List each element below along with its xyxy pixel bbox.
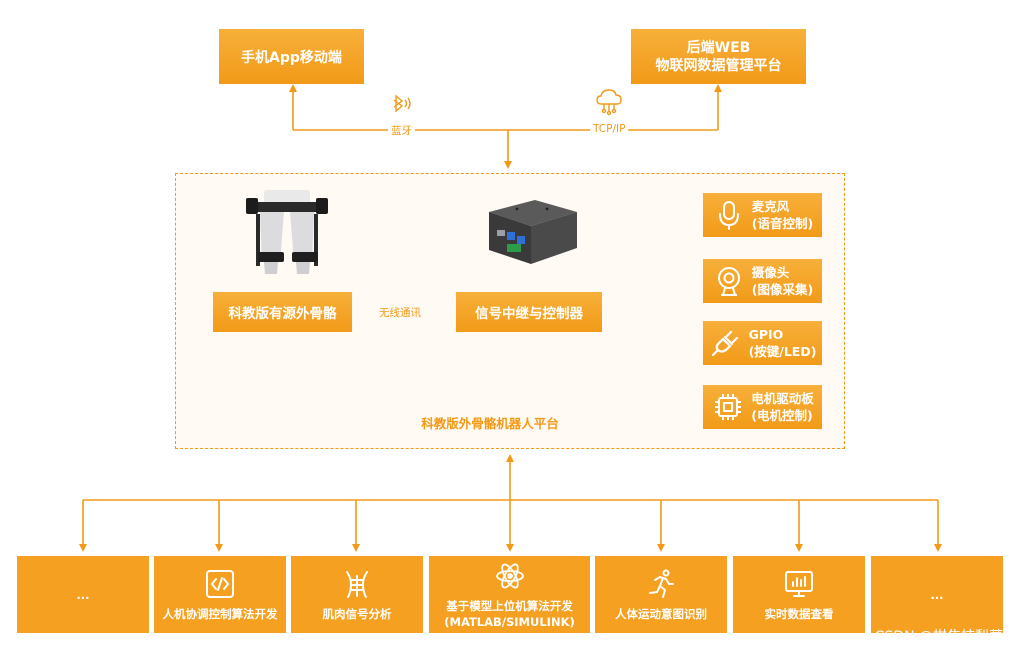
app-box-realtime-data: 实时数据查看 xyxy=(733,556,865,633)
watermark-text: CSDN @柑焦桔梨萝柚 xyxy=(874,629,1017,645)
backend-box: 后端WEB 物联网数据管理平台 xyxy=(631,29,806,84)
backend-line-2: 物联网数据管理平台 xyxy=(655,57,782,74)
wireless-label: 无线通讯 xyxy=(376,305,424,320)
app-muscle-label: 肌肉信号分析 xyxy=(322,606,392,621)
camera-icon xyxy=(717,267,740,296)
app-motion-label: 人体运动意图识别 xyxy=(615,606,707,621)
app-box-more-left: ... xyxy=(17,556,149,633)
exoskeleton-label: 科教版有源外骨骼 xyxy=(228,306,337,322)
app-more-right-label: ... xyxy=(930,587,944,602)
atom-icon xyxy=(495,563,524,588)
app-box-coordination-control: 人机协调控制算法开发 xyxy=(154,556,286,633)
controller-box: 信号中继与控制器 xyxy=(456,292,602,332)
app-model-line-1: 基于模型上位机算法开发 xyxy=(446,598,573,613)
microphone-line-2: (语音控制) xyxy=(751,216,814,231)
microphone-icon xyxy=(718,201,739,230)
motor-driver-box: 电机驱动板 (电机控制) xyxy=(703,385,822,429)
motor-driver-line-2: (电机控制) xyxy=(751,408,813,423)
bluetooth-icon xyxy=(393,94,411,113)
app-box-muscle-signal: 肌肉信号分析 xyxy=(291,556,423,633)
camera-box: 摄像头 (图像采集) xyxy=(703,259,822,303)
code-icon xyxy=(206,569,234,598)
microphone-line-1: 麦克风 xyxy=(751,199,790,214)
exoskeleton-box: 科教版有源外骨骼 xyxy=(213,292,352,332)
controller-label: 信号中继与控制器 xyxy=(475,306,583,322)
app-box-more-right: ... xyxy=(871,556,1003,633)
controller-photo xyxy=(489,200,577,264)
gpio-line-1: GPIO xyxy=(748,327,784,342)
microphone-box: 麦克风 (语音控制) xyxy=(703,193,822,237)
app-box-motion-intent: 人体运动意图识别 xyxy=(595,556,727,633)
platform-title: 科教版外骨骼机器人平台 xyxy=(421,416,559,431)
mobile-app-box: 手机App移动端 xyxy=(219,29,364,84)
backend-line-1: 后端WEB xyxy=(686,39,751,56)
camera-line-1: 摄像头 xyxy=(751,265,790,280)
camera-line-2: (图像采集) xyxy=(751,282,814,297)
app-model-line-2: (MATLAB/SIMULINK) xyxy=(444,614,575,629)
bluetooth-label: 蓝牙 xyxy=(388,123,415,138)
tcpip-label: TCP/IP xyxy=(590,123,629,135)
mobile-app-label: 手机App移动端 xyxy=(241,49,342,66)
app-box-model-algorithm: 基于模型上位机算法开发 (MATLAB/SIMULINK) xyxy=(429,556,590,633)
monitor-chart-icon xyxy=(785,570,813,597)
app-more-left-label: ... xyxy=(76,587,90,602)
app-realtime-label: 实时数据查看 xyxy=(764,606,834,621)
chip-icon xyxy=(715,394,742,420)
running-person-icon xyxy=(649,569,674,598)
exoskeleton-photo xyxy=(246,190,328,274)
gpio-line-2: (按键/LED) xyxy=(748,344,817,359)
muscle-icon xyxy=(346,570,368,598)
cloud-network-icon xyxy=(596,89,622,116)
motor-driver-line-1: 电机驱动板 xyxy=(751,391,814,406)
gpio-box: GPIO (按键/LED) xyxy=(703,321,822,365)
app-coordination-label: 人机协调控制算法开发 xyxy=(162,606,278,621)
plug-icon xyxy=(711,330,738,357)
